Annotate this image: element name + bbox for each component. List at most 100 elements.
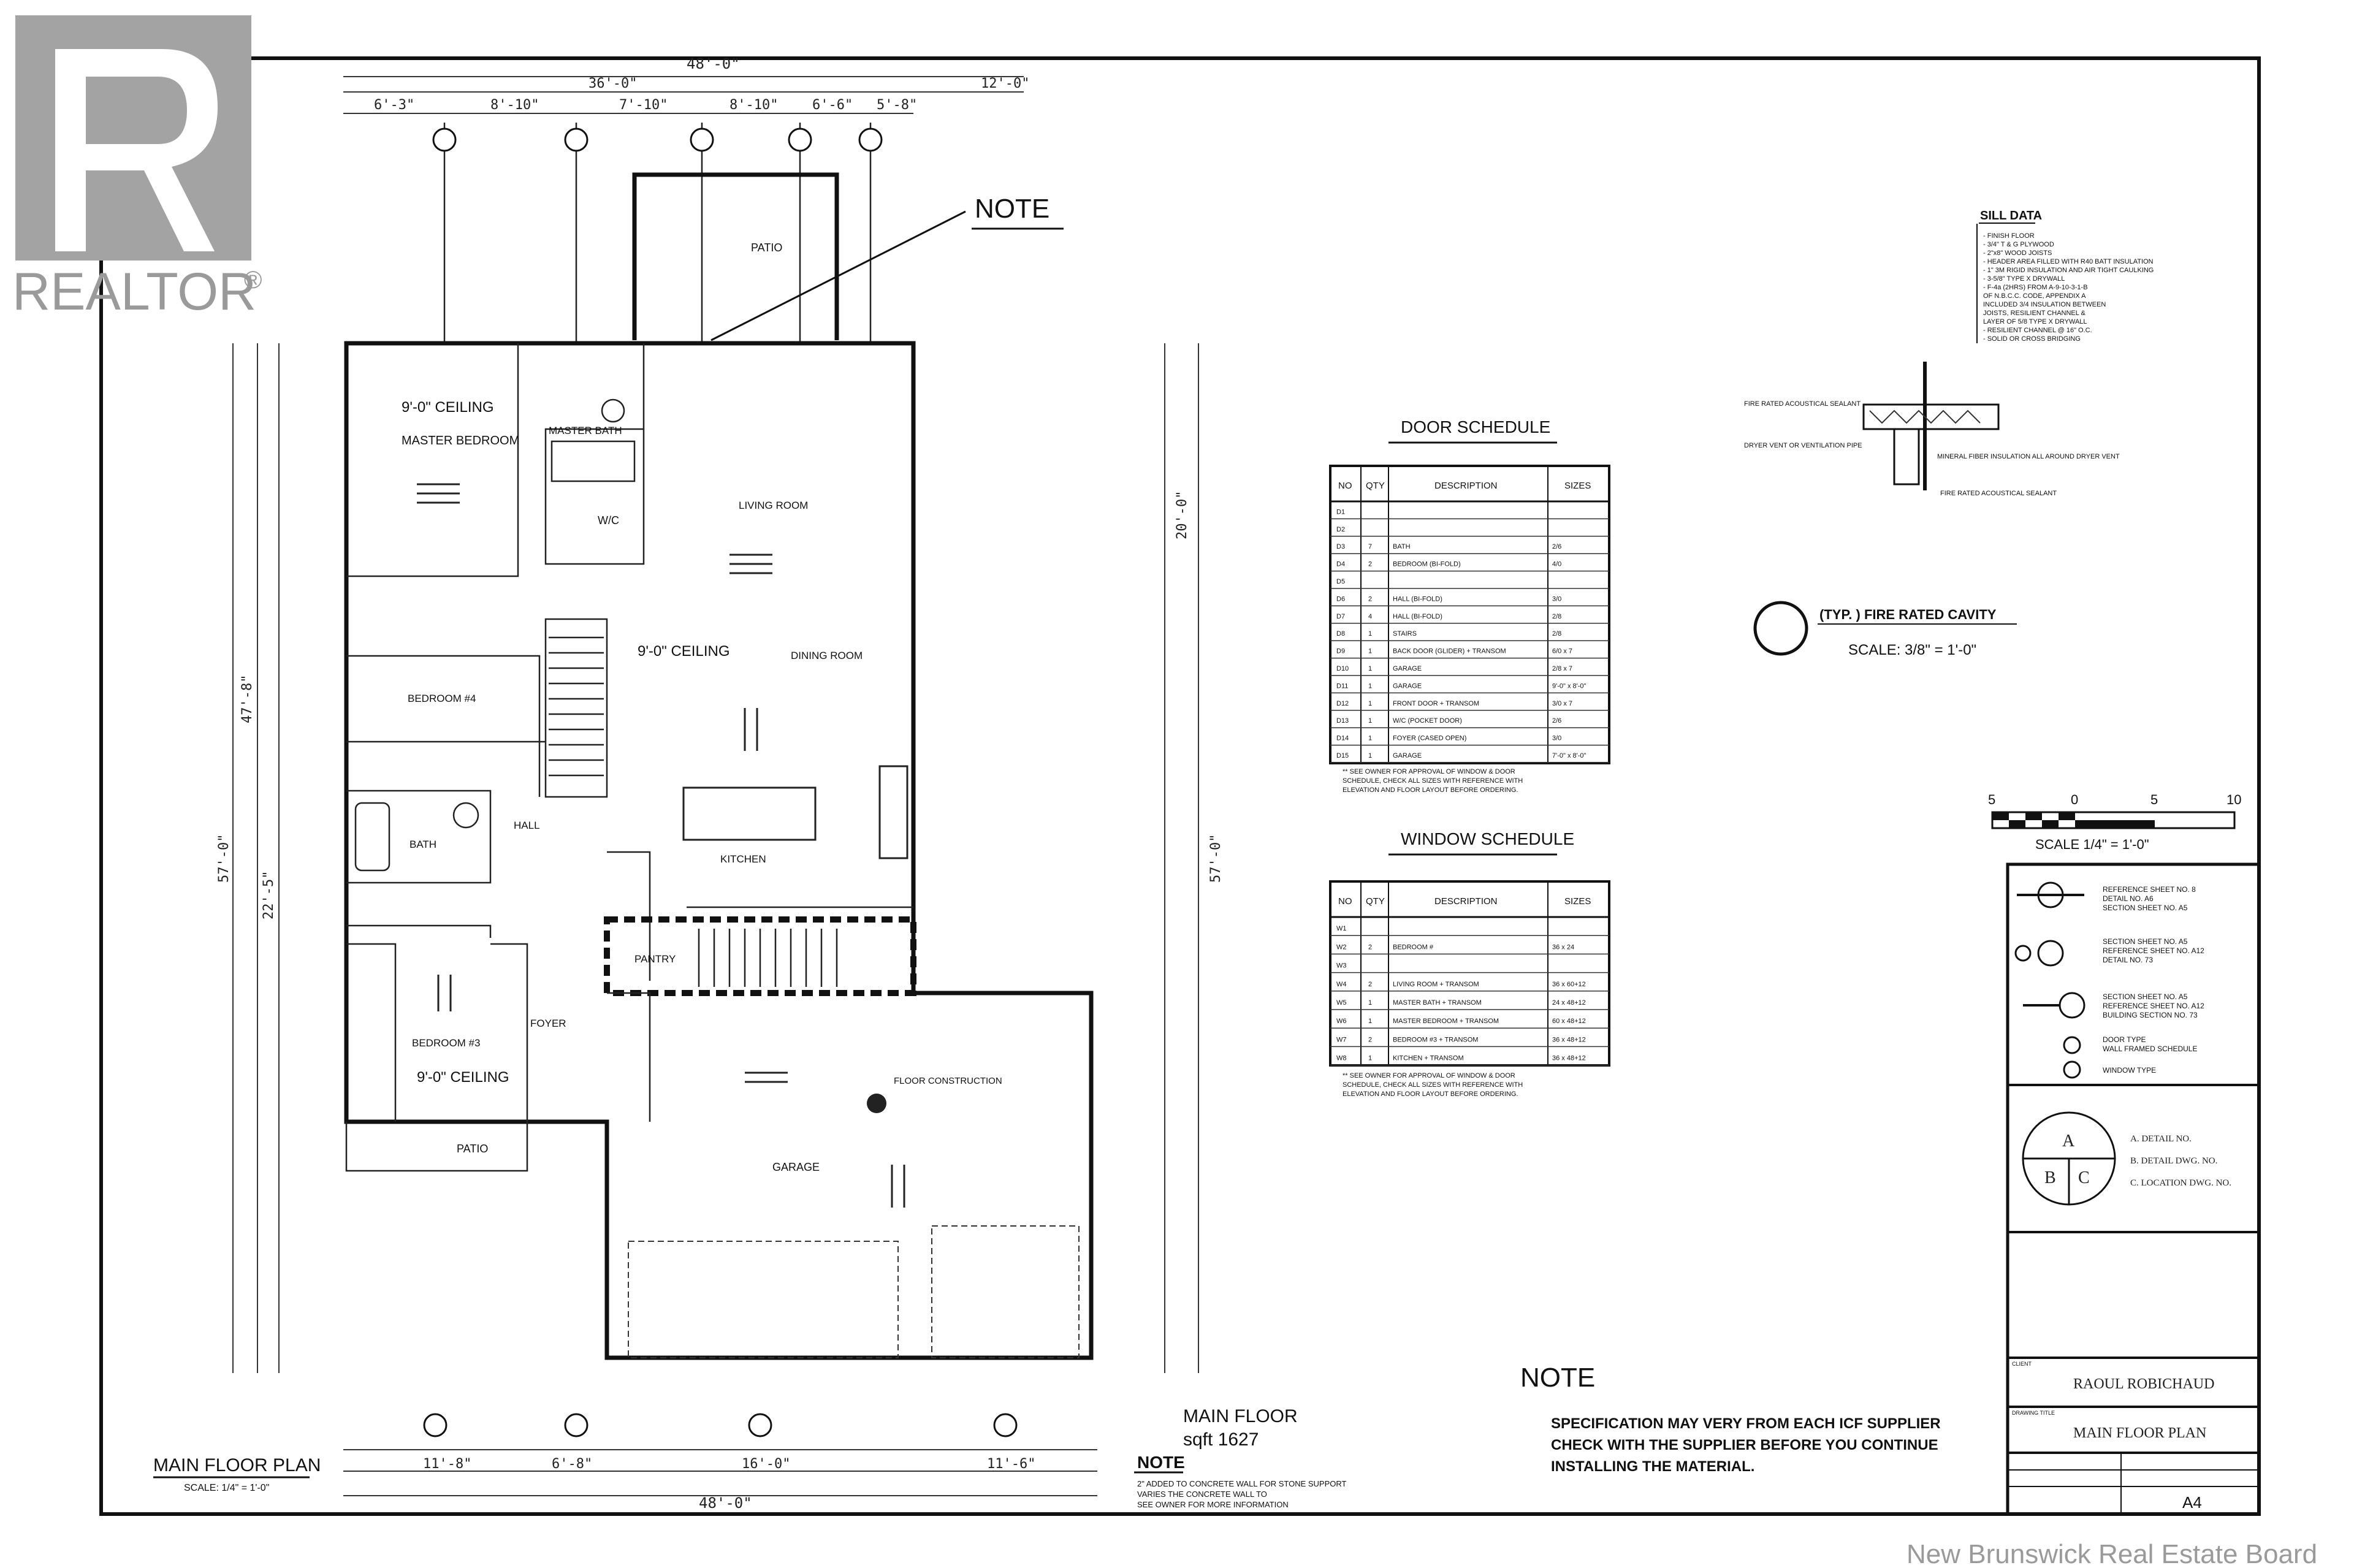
sill-data-line: - 3-5/8" TYPE X DRYWALL: [1983, 275, 2065, 283]
top-note-callout: NOTE: [710, 194, 1064, 341]
door-schedule-cell: D7: [1336, 613, 1345, 620]
door-schedule-cell: 7: [1368, 543, 1372, 550]
scale-bar-label: SCALE 1/4" = 1'-0": [2035, 837, 2149, 852]
door-schedule: DOOR SCHEDULE NO QTY DESCRIPTION SIZES D…: [1329, 417, 1610, 794]
door-note-line-2: SCHEDULE, CHECK ALL SIZES WITH REFERENCE…: [1343, 777, 1523, 785]
sill-callout-2: DRYER VENT OR VENTILATION PIPE: [1744, 442, 1862, 449]
bottom-note-heading: NOTE: [1137, 1453, 1185, 1472]
sill-data-line: JOISTS, RESILIENT CHANNEL &: [1983, 310, 2086, 317]
sill-data-line: LAYER OF 5/8 TYPE X DRYWALL: [1983, 318, 2087, 325]
window-schedule-cell: 2: [1368, 981, 1372, 988]
room-labels: 9'-0" CEILING MASTER BEDROOM MASTER BATH…: [402, 242, 1002, 1208]
door-schedule-cell: D11: [1336, 682, 1348, 690]
side-dimensions: 47'-8" 57'-0" 22'-5" 57'-0" 20'-0": [216, 343, 1224, 1373]
door-header-no: NO: [1338, 481, 1352, 491]
sill-data-line: - RESILIENT CHANNEL @ 16" O.C.: [1983, 327, 2092, 334]
detail-key-a: A: [2062, 1132, 2075, 1151]
window-schedule-cell: W3: [1336, 962, 1347, 970]
door-header-sizes: SIZES: [1564, 481, 1591, 491]
window-schedule-cell: KITCHEN + TRANSOM: [1393, 1055, 1464, 1062]
drawing-field-label: DRAWING TITLE: [2012, 1410, 2055, 1416]
legend-1-line-2: DETAIL NO. A6: [2103, 894, 2154, 903]
door-schedule-cell: 2/8: [1552, 630, 1561, 637]
dim-top-garage: 12'-0": [981, 76, 1029, 91]
floor-construction-marker: [867, 1094, 886, 1113]
room-bedroom-3-ceiling: 9'-0" CEILING: [417, 1069, 509, 1086]
room-dining: DINING ROOM: [791, 650, 863, 661]
dim-top-c: 7'-10": [619, 97, 668, 113]
detail-key-b: B: [2044, 1168, 2056, 1187]
dim-bottom-b: 6'-8": [552, 1456, 592, 1472]
room-master-bedroom: MASTER BEDROOM: [402, 434, 519, 447]
sill-data-line: - HEADER AREA FILLED WITH R40 BATT INSUL…: [1983, 258, 2154, 265]
door-schedule-cell: 1: [1368, 648, 1372, 655]
sill-callout-3: MINERAL FIBER INSULATION ALL AROUND DRYE…: [1937, 453, 2120, 460]
door-schedule-cell: 2/8: [1552, 613, 1561, 620]
window-schedule-cell: 2: [1368, 1036, 1372, 1043]
door-schedule-cell: 4: [1368, 613, 1372, 620]
window-schedule-cell: BEDROOM #3 + TRANSOM: [1393, 1036, 1478, 1043]
sill-data-title: SILL DATA: [1980, 209, 2042, 223]
room-kitchen: KITCHEN: [720, 853, 766, 865]
door-schedule-cell: GARAGE: [1393, 665, 1422, 672]
spec-note-heading: NOTE: [1520, 1363, 1595, 1393]
door-schedule-cell: D10: [1336, 665, 1349, 672]
window-schedule-cell: W6: [1336, 1018, 1347, 1025]
legend-1-line-1: REFERENCE SHEET NO. 8: [2103, 885, 2196, 894]
scale-tick-5b: 5: [2150, 792, 2158, 807]
plan-scale: SCALE: 1/4" = 1'-0": [184, 1483, 269, 1493]
legend-5-line-1: WINDOW TYPE: [2103, 1066, 2156, 1075]
sill-callout-1: FIRE RATED ACOUSTICAL SEALANT: [1744, 400, 1861, 408]
window-schedule-cell: W4: [1336, 981, 1347, 988]
detail-key-line-3: C. LOCATION DWG. NO.: [2130, 1178, 2231, 1188]
window-note-line-2: SCHEDULE, CHECK ALL SIZES WITH REFERENCE…: [1343, 1081, 1523, 1089]
client-name: RAOUL ROBICHAUD: [2073, 1376, 2214, 1392]
bottom-dimensions: 48'-0" 11'-8" 6'-8" 16'-0" 11'-6": [343, 1413, 1097, 1512]
legend-4-line-1: DOOR TYPE: [2103, 1035, 2146, 1044]
door-schedule-cell: 2: [1368, 561, 1372, 568]
door-schedule-cell: 1: [1368, 682, 1372, 690]
room-garage: GARAGE: [772, 1161, 820, 1173]
window-schedule-cell: W5: [1336, 999, 1347, 1007]
legend-2-line-3: DETAIL NO. 73: [2103, 956, 2153, 964]
door-schedule-cell: D13: [1336, 717, 1349, 725]
sill-data-line: - FINISH FLOOR: [1983, 232, 2035, 240]
door-schedule-cell: HALL (BI-FOLD): [1393, 613, 1442, 620]
door-schedule-cell: D1: [1336, 508, 1345, 516]
door-schedule-cell: STAIRS: [1393, 630, 1417, 637]
fire-rated-cavity: (TYP. ) FIRE RATED CAVITY SCALE: 3/8" = …: [1753, 601, 2017, 658]
walls: [344, 172, 1094, 1360]
legend-3-line-3: BUILDING SECTION NO. 73: [2103, 1011, 2198, 1019]
door-schedule-cell: GARAGE: [1393, 682, 1422, 690]
room-main-ceiling: 9'-0" CEILING: [638, 643, 729, 660]
sheet-number: A4: [2182, 1493, 2202, 1512]
window-header-qty: QTY: [1366, 896, 1385, 907]
dim-top-a: 6'-3": [374, 97, 414, 113]
detail-key-c: C: [2078, 1168, 2090, 1187]
dim-left-a: 47'-8": [240, 675, 255, 723]
door-schedule-cell: 9'-0" x 8'-0": [1552, 682, 1586, 690]
dim-top-f: 5'-8": [877, 97, 917, 113]
window-schedule-cell: 1: [1368, 1018, 1372, 1025]
realtor-logo: REALTOR ®: [12, 15, 262, 321]
dim-right-a: 20'-0": [1175, 491, 1190, 539]
window-schedule-cell: 1: [1368, 999, 1372, 1007]
sill-data-line: - SOLID OR CROSS BRIDGING: [1983, 335, 2081, 343]
detail-key-line-1: A. DETAIL NO.: [2130, 1134, 2192, 1144]
dim-overall-top: 48'-0": [687, 55, 740, 72]
door-header-qty: QTY: [1366, 481, 1385, 491]
door-schedule-cell: D4: [1336, 561, 1345, 568]
window-note-line-1: ** SEE OWNER FOR APPROVAL OF WINDOW & DO…: [1343, 1072, 1515, 1079]
window-header-sizes: SIZES: [1564, 896, 1591, 907]
door-schedule-cell: FOYER (CASED OPEN): [1393, 735, 1466, 742]
window-schedule-cell: LIVING ROOM + TRANSOM: [1393, 981, 1479, 988]
door-schedule-cell: 3/0: [1552, 735, 1561, 742]
door-schedule-cell: 2: [1368, 595, 1372, 603]
dim-bottom-a: 11'-8": [423, 1456, 471, 1472]
room-patio-rear: PATIO: [751, 242, 782, 254]
sill-data-line: INCLUDED 3/4 INSULATION BETWEEN: [1983, 301, 2106, 308]
dim-bottom-d: 11'-6": [987, 1456, 1035, 1472]
bottom-note-line-2: VARIES THE CONCRETE WALL TO: [1137, 1490, 1267, 1499]
